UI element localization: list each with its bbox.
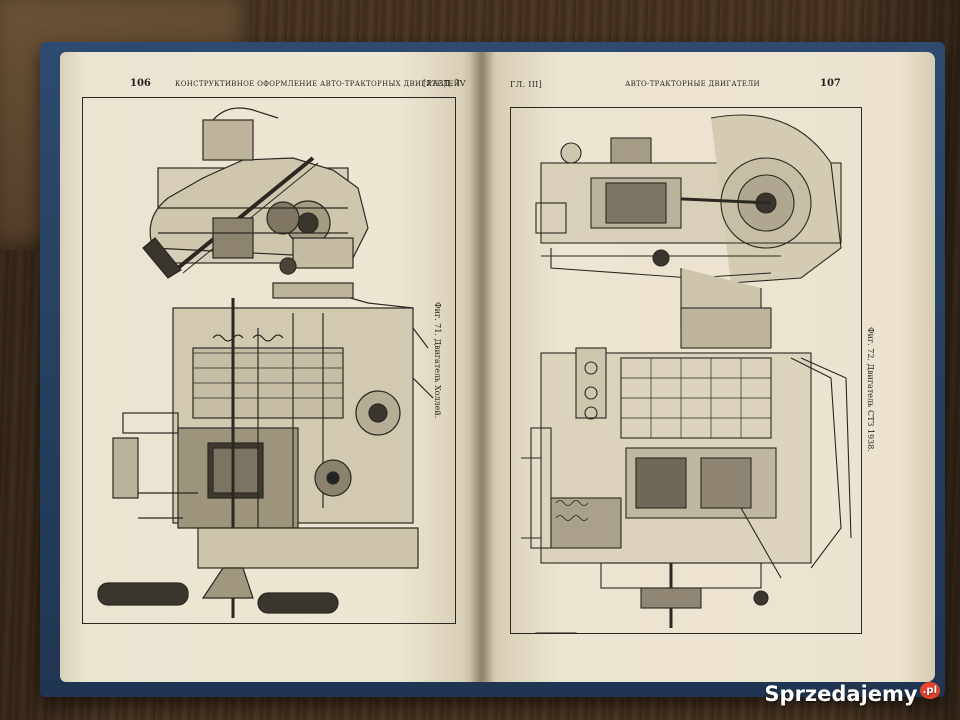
right-figure-frame bbox=[510, 107, 862, 634]
left-section-label: [РАЗД. IV bbox=[423, 79, 466, 88]
left-page-number: 106 bbox=[130, 78, 151, 89]
sprzedajemy-watermark: Sprzedajemy.pl bbox=[764, 682, 940, 706]
book-gutter bbox=[470, 52, 494, 682]
watermark-badge: .pl bbox=[919, 682, 940, 699]
engine-cutaway-drawing-holley bbox=[97, 107, 434, 618]
left-page: 106 КОНСТРУКТИВНОЕ ОФОРМЛЕНИЕ АВТО-ТРАКТ… bbox=[60, 52, 480, 682]
right-page: ГЛ. III] АВТО-ТРАКТОРНЫЕ ДВИГАТЕЛИ 107 bbox=[480, 52, 935, 682]
left-running-head: КОНСТРУКТИВНОЕ ОФОРМЛЕНИЕ АВТО-ТРАКТОРНЫ… bbox=[175, 80, 461, 88]
right-page-number: 107 bbox=[820, 78, 841, 89]
engine-section-drawing-stz bbox=[521, 114, 852, 633]
right-figure-caption: Фиг. 72. Двигатель СТЗ 1938. bbox=[866, 327, 875, 452]
right-chapter-label: ГЛ. III] bbox=[510, 80, 543, 89]
right-running-head: АВТО-ТРАКТОРНЫЕ ДВИГАТЕЛИ bbox=[625, 80, 760, 88]
watermark-text: Sprzedajemy bbox=[764, 682, 918, 706]
left-figure-frame bbox=[82, 97, 456, 624]
left-figure-caption: Фиг. 71. Двигатель Холлей. bbox=[433, 302, 442, 419]
